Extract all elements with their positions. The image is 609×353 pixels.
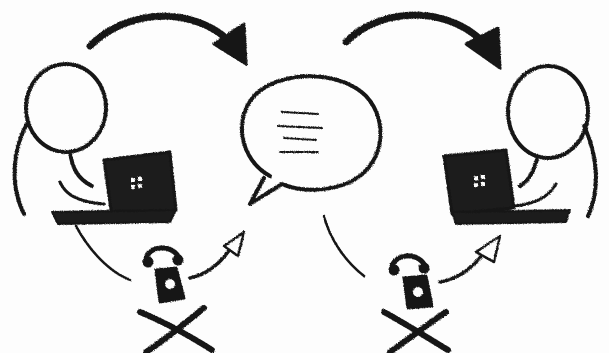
connector-arc (324, 216, 364, 276)
cross-mark-icon (384, 312, 448, 352)
curved-arrow-icon (90, 16, 246, 64)
curved-arrow-icon (346, 15, 500, 68)
cross-mark-icon (140, 308, 212, 352)
connector-arc (76, 226, 130, 280)
telephone-icon (389, 256, 432, 308)
small-arrow-icon (440, 236, 500, 282)
small-arrow-icon (190, 232, 244, 278)
receiver-laptop-icon (444, 150, 570, 224)
sender-person-icon (15, 64, 106, 214)
speech-bubble-icon (242, 76, 381, 204)
receiver-person-icon (508, 66, 596, 216)
telephone-icon (143, 248, 184, 302)
